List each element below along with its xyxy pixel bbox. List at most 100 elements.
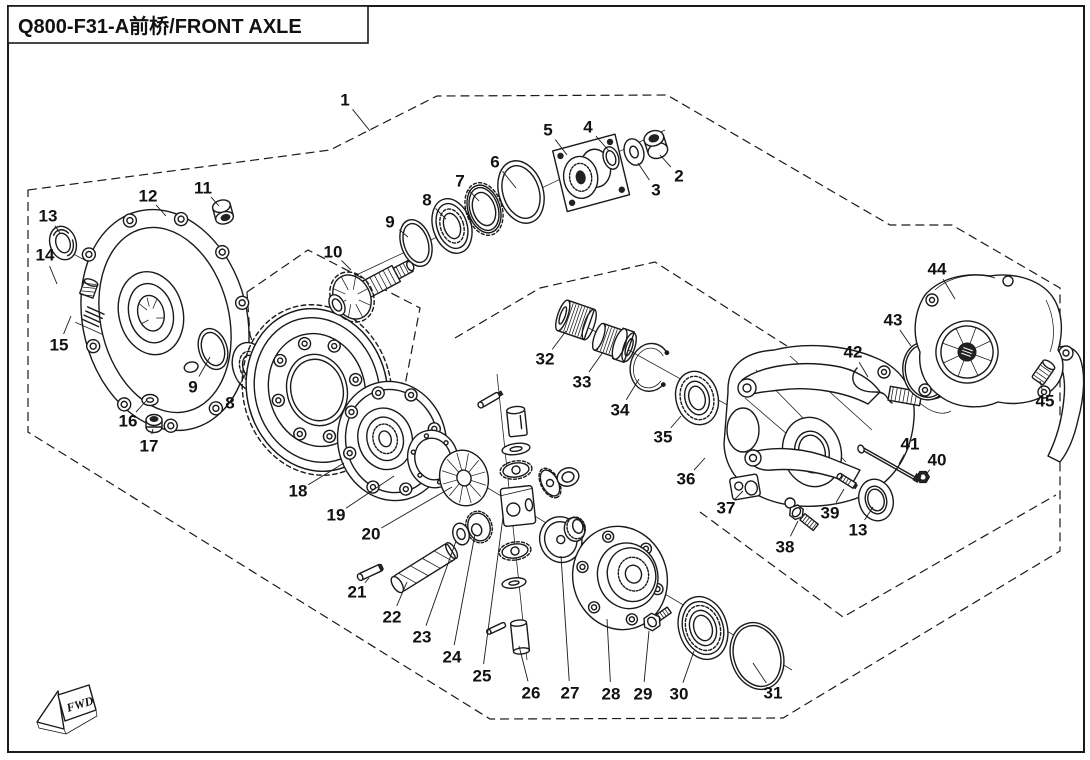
leader-line: [752, 662, 767, 684]
diff-spider-gear-right: [538, 467, 562, 499]
part-15-spring: [75, 306, 105, 335]
part-26-pin-sleeve: [509, 619, 531, 655]
part-number-label: 20: [362, 525, 381, 544]
part-number-label: 2: [674, 167, 683, 186]
part-27-side-gear-hub: [538, 516, 587, 564]
part-number-label: 24: [443, 648, 462, 667]
part-number-label: 8: [225, 394, 234, 413]
part-29-bolt: [643, 606, 672, 632]
part-number-label: 25: [473, 667, 492, 686]
leader-line: [352, 109, 371, 132]
mount-arm-lower: [744, 447, 861, 485]
hub-bolt-holes: [576, 530, 664, 626]
part-number-label: 35: [654, 428, 673, 447]
part-number-label: 45: [1036, 392, 1055, 411]
part-24-gear-washer: [465, 510, 493, 544]
leader-line: [924, 469, 931, 477]
diff-pinion-shaft-pin-top: [477, 390, 504, 409]
leader-line: [235, 372, 247, 393]
part-10-pinion-gear: [328, 260, 415, 323]
part-number-label: 38: [776, 538, 795, 557]
part-21-pin: [356, 563, 385, 582]
part-37-bracket: [729, 473, 761, 501]
leader-line: [155, 204, 167, 217]
leader-line: [49, 265, 58, 285]
part-9-shim-ring: [197, 327, 229, 371]
diff-washer-right: [556, 467, 580, 487]
part-number-label: 43: [884, 311, 903, 330]
actuator-wheel: [935, 320, 999, 384]
leader-line: [364, 577, 370, 584]
leader-line: [595, 135, 610, 152]
bearing-subassembly-boundary-2: [699, 494, 1057, 618]
leader-line: [151, 428, 154, 435]
part-number-label: 16: [119, 412, 138, 431]
part-22-helical-shaft: [390, 542, 459, 594]
part-number-label: 17: [140, 437, 159, 456]
leader-line: [734, 490, 744, 500]
part-number-label: 13: [39, 207, 58, 226]
leader-line: [341, 260, 352, 271]
leader-line: [864, 506, 874, 521]
part-number-label: 31: [764, 684, 783, 703]
leader-line: [518, 645, 529, 682]
leader-line: [835, 488, 845, 503]
part-14-plug: [79, 278, 99, 299]
part-number-label: 7: [455, 172, 464, 191]
part-number-label: 6: [490, 153, 499, 172]
title-box: [7, 5, 369, 44]
assembly-boundary: [27, 94, 1061, 720]
leader-line: [682, 650, 695, 683]
part-number-label: 39: [821, 504, 840, 523]
diff-spider-gear-bottom: [498, 541, 532, 561]
part-17-drain-bolt: [145, 413, 163, 434]
part-30-bearing: [677, 595, 729, 661]
leader-line: [693, 457, 706, 471]
part-number-label: 9: [188, 378, 197, 397]
diff-thrust-washer-top: [501, 442, 531, 456]
page-title: Q800-F31-A前桥/FRONT AXLE: [18, 14, 302, 38]
part-number-label: 11: [194, 179, 212, 198]
part-number-label: 10: [324, 243, 343, 262]
leader-line: [551, 330, 567, 350]
leader-line: [425, 540, 457, 626]
leader-line: [210, 196, 220, 207]
part-45-plug: [1031, 359, 1056, 386]
part-number-label: 19: [327, 506, 346, 525]
mount-arm-upper: [737, 363, 881, 405]
part-34-circlip: [629, 342, 670, 392]
part-number-label: 5: [543, 121, 552, 140]
pinion-subassembly-boundary: [246, 249, 421, 463]
leader-line: [435, 208, 447, 220]
part-number-label: 22: [383, 608, 402, 627]
part-23-washer: [452, 522, 470, 546]
part-number-label: 33: [573, 373, 592, 392]
part-31-o-ring: [729, 621, 785, 691]
part-13-bearing: [48, 225, 78, 261]
leader-line: [63, 315, 72, 335]
diff-trunnion: [505, 405, 528, 438]
part-35-ball-bearing: [674, 370, 720, 426]
part-number-label: 34: [611, 401, 630, 420]
part-number-label: 18: [289, 482, 308, 501]
leader-line: [606, 618, 611, 683]
part-number-label: 15: [50, 336, 69, 355]
part-13-seal-rear: [858, 478, 894, 522]
part-number-label: 26: [522, 684, 541, 703]
part-number-label: 44: [928, 260, 947, 279]
part-6-oil-seal: [497, 160, 545, 224]
part-number-label: 36: [677, 470, 696, 489]
part-42-sensor-wire: [852, 361, 960, 414]
part-16-washer: [141, 393, 159, 407]
leader-line: [502, 171, 517, 189]
part-number-label: 13: [849, 521, 868, 540]
leader-line: [396, 581, 408, 607]
part-4-ring: [602, 146, 620, 170]
leader-line: [670, 415, 682, 429]
part-38-bolt: [788, 504, 819, 532]
leader-line: [643, 630, 650, 683]
leader-line: [1039, 380, 1043, 390]
part-number-label: 8: [422, 191, 431, 210]
part-number-label: 27: [561, 684, 580, 703]
